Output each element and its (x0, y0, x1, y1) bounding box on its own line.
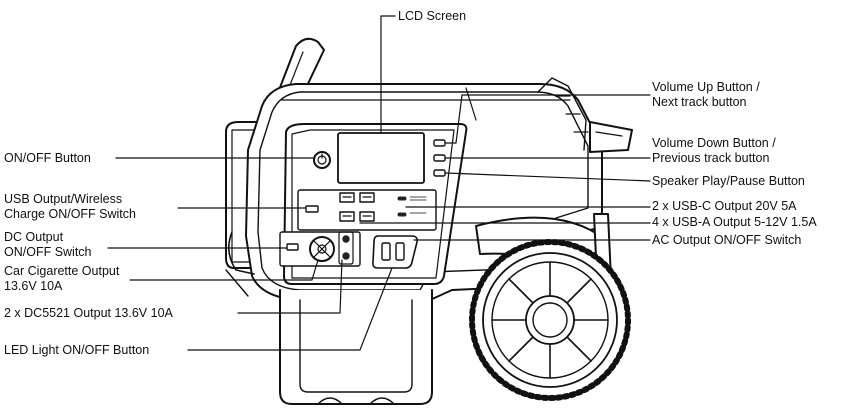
label-car-cigarette-line2: 13.6V 10A (4, 279, 63, 293)
label-volume-down: Volume Down Button / Previous track butt… (652, 136, 776, 166)
leader-led-light (187, 267, 393, 351)
label-dc-output-line1: DC Output (4, 230, 64, 244)
usb-port-block (297, 189, 437, 231)
label-dc-output-line2: ON/OFF Switch (4, 245, 92, 259)
label-lcd-screen: LCD Screen (398, 9, 467, 23)
leader-lcd-screen (380, 15, 396, 134)
label-usb-wireless-line1: USB Output/Wireless (4, 192, 123, 206)
label-ac-switch: AC Output ON/OFF Switch (652, 233, 802, 247)
leader-lines (107, 15, 651, 351)
label-usba-output: 4 x USB-A Output 5-12V 1.5A (652, 215, 817, 229)
power-button[interactable] (313, 151, 331, 169)
left-strap (225, 231, 255, 297)
label-speaker-play: Speaker Play/Pause Button (652, 174, 805, 188)
label-car-cigarette: Car Cigarette Output 13.6V 10A (4, 264, 119, 294)
label-volume-up-line1: Volume Up Button / (652, 80, 760, 94)
speaker-buttons[interactable] (433, 139, 446, 177)
label-dc-output: DC Output ON/OFF Switch (4, 230, 92, 260)
label-usb-wireless-line2: Charge ON/OFF Switch (4, 207, 136, 221)
label-usbc-output: 2 x USB-C Output 20V 5A (652, 199, 797, 213)
label-onoff-button: ON/OFF Button (4, 151, 91, 165)
label-led-light: LED Light ON/OFF Button (4, 343, 150, 357)
label-volume-up-line2: Next track button (652, 95, 747, 109)
lcd-screen (337, 132, 425, 184)
leader-car-cigarette (129, 259, 319, 281)
bottom-stand (279, 289, 433, 405)
label-usb-wireless: USB Output/Wireless Charge ON/OFF Switch (4, 192, 136, 222)
leader-volume-up (445, 94, 651, 144)
label-volume-up: Volume Up Button / Next track button (652, 80, 760, 110)
leader-dc5521 (237, 259, 343, 314)
dc-port-block (279, 231, 361, 267)
label-car-cigarette-line1: Car Cigarette Output (4, 264, 120, 278)
label-dc5521-output: 2 x DC5521 Output 13.6V 10A (4, 306, 173, 320)
ac-outlet-block (372, 235, 418, 269)
cable-hook (589, 121, 633, 153)
wheel (469, 239, 631, 401)
label-volume-down-line2: Previous track button (652, 151, 770, 165)
label-volume-down-line1: Volume Down Button / (652, 136, 776, 150)
leader-speaker-play (445, 172, 651, 182)
